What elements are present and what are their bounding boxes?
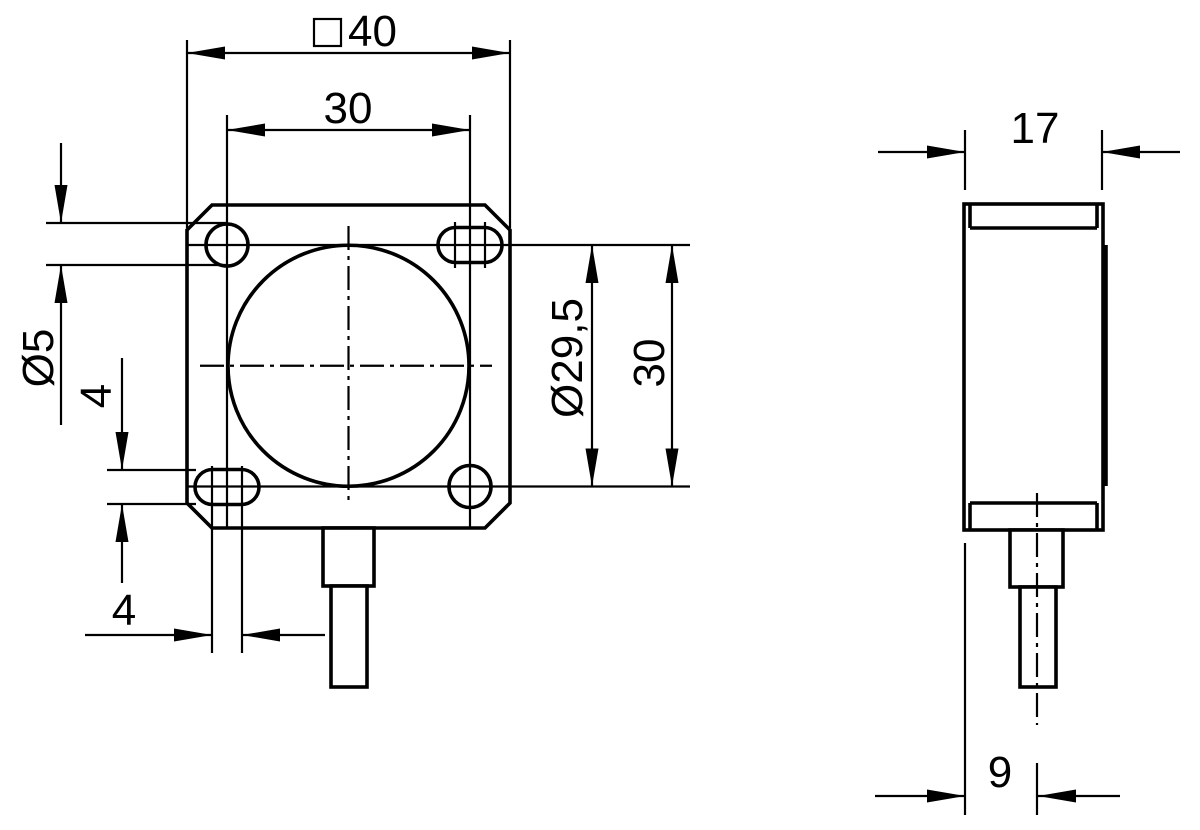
arrowhead xyxy=(665,245,679,283)
dimension-active-diameter: Ø29,5 xyxy=(543,245,599,487)
arrowhead xyxy=(927,145,965,159)
dim-label-hole-diameter: Ø5 xyxy=(14,329,63,388)
arrowhead xyxy=(1102,145,1140,159)
dimension-slot-height: 4 xyxy=(72,358,196,583)
arrowhead xyxy=(432,123,470,137)
arrowhead xyxy=(585,448,599,487)
mounting-slot-top-right xyxy=(436,225,504,265)
housing-side-outline xyxy=(962,202,1105,532)
dim-label-depth: 17 xyxy=(1011,104,1060,153)
mounting-slot-bottom-left xyxy=(193,467,261,507)
dimension-hole-spacing-vertical: 30 xyxy=(625,245,679,487)
arrowhead xyxy=(665,448,679,487)
cable xyxy=(329,584,369,689)
dimension-slot-length: 4 xyxy=(85,466,325,653)
dimension-depth: 17 xyxy=(878,104,1180,190)
dimension-cable-offset: 9 xyxy=(875,543,1120,815)
mounting-hole-top-left xyxy=(204,222,250,268)
dimension-overall-width: 40 xyxy=(185,7,512,228)
front-view xyxy=(185,115,690,689)
square-symbol xyxy=(312,17,343,48)
arrowhead xyxy=(927,789,965,803)
dim-label-cable-offset: 9 xyxy=(988,748,1012,797)
cable-gland xyxy=(321,526,376,588)
dim-label-hole-spacing-v: 30 xyxy=(625,339,674,388)
side-view xyxy=(962,202,1108,725)
arrowhead xyxy=(242,628,280,642)
arrowhead xyxy=(472,46,510,60)
dim-label-hole-spacing-h: 30 xyxy=(324,84,373,133)
dim-label-slot-height: 4 xyxy=(72,384,121,408)
arrowhead xyxy=(1038,789,1076,803)
arrowhead xyxy=(115,504,129,542)
arrowhead xyxy=(115,432,129,470)
dimension-hole-diameter: Ø5 xyxy=(14,143,226,425)
dimension-hole-spacing-horizontal: 30 xyxy=(227,84,470,137)
arrowhead xyxy=(227,123,265,137)
mounting-hole-bottom-right xyxy=(447,463,493,510)
housing-outline xyxy=(185,203,512,530)
arrowhead xyxy=(585,245,599,283)
dim-label-slot-length: 4 xyxy=(112,586,136,635)
arrowhead xyxy=(54,185,68,223)
arrowhead xyxy=(187,46,225,60)
arrowhead xyxy=(54,265,68,303)
dim-label-active-diameter: Ø29,5 xyxy=(543,298,592,418)
arrowhead xyxy=(174,628,212,642)
dim-label-overall-width: 40 xyxy=(348,7,397,56)
